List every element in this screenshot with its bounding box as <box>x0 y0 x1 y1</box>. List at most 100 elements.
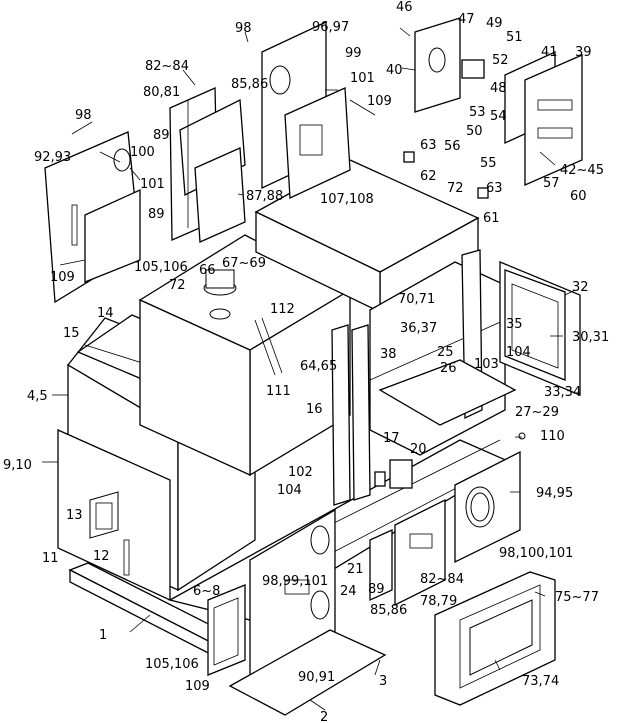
callout-67-69: 67~69 <box>222 256 266 271</box>
callout-80-81: 80,81 <box>143 85 180 100</box>
callout-labels: 98 96,97 46 47 49 51 52 82~84 99 40 41 3… <box>3 0 609 723</box>
callout-109-lower: 109 <box>185 679 210 694</box>
base-inner-assembly <box>374 359 517 489</box>
callout-99: 99 <box>345 46 362 61</box>
callout-42-45: 42~45 <box>560 163 604 178</box>
center-upper-panel <box>261 20 351 199</box>
callout-39: 39 <box>575 45 592 60</box>
callout-103: 103 <box>474 357 499 372</box>
callout-15: 15 <box>63 326 80 341</box>
callout-24: 24 <box>340 584 357 599</box>
callout-26: 26 <box>440 361 457 376</box>
callout-82-84-upper: 82~84 <box>145 59 189 74</box>
small-hardware <box>399 27 526 440</box>
callout-109-left: 109 <box>50 270 75 285</box>
callout-98-99-101: 98,99,101 <box>262 574 328 589</box>
callout-27-29: 27~29 <box>515 405 559 420</box>
callout-21: 21 <box>347 562 364 577</box>
callout-111: 111 <box>266 384 291 399</box>
callout-53: 53 <box>469 105 486 120</box>
callout-54: 54 <box>490 109 507 124</box>
callout-63-right: 63 <box>486 181 503 196</box>
callout-4-5: 4,5 <box>27 389 48 404</box>
front-middle-panel <box>369 498 446 607</box>
callout-52: 52 <box>492 53 509 68</box>
callout-85-86-lower: 85,86 <box>370 603 407 618</box>
callout-61: 61 <box>483 211 500 226</box>
callout-98: 98 <box>235 21 252 36</box>
callout-12: 12 <box>93 549 110 564</box>
right-side-panel <box>499 261 581 396</box>
callout-96-97: 96,97 <box>312 20 349 35</box>
callout-78-79: 78,79 <box>420 594 457 609</box>
callout-107-108: 107,108 <box>320 192 374 207</box>
callout-46: 46 <box>396 0 413 15</box>
callout-36-37: 36,37 <box>400 321 437 336</box>
callout-89-mid: 89 <box>148 207 165 222</box>
callout-3: 3 <box>379 674 387 689</box>
front-left-panel <box>57 428 171 602</box>
callout-60: 60 <box>570 189 587 204</box>
callout-101-upper: 101 <box>350 71 375 86</box>
leader-lines <box>42 31 576 711</box>
filter-frame-lower <box>207 584 246 676</box>
callout-66: 66 <box>199 263 216 278</box>
callout-90-91: 90,91 <box>298 670 335 685</box>
callout-110: 110 <box>540 429 565 444</box>
callout-105-106-upper: 105,106 <box>134 260 188 275</box>
callout-72-mid: 72 <box>169 278 186 293</box>
callout-1: 1 <box>99 628 107 643</box>
callout-63-upper: 63 <box>420 138 437 153</box>
callout-32: 32 <box>572 280 589 295</box>
callout-112: 112 <box>270 302 295 317</box>
callout-105-106-lower: 105,106 <box>145 657 199 672</box>
callout-2: 2 <box>320 710 328 723</box>
callout-73-74: 73,74 <box>522 674 559 689</box>
callout-35: 35 <box>506 317 523 332</box>
callout-87-88: 87,88 <box>246 189 283 204</box>
callout-89-upper: 89 <box>153 128 170 143</box>
callout-38: 38 <box>380 347 397 362</box>
callout-62: 62 <box>420 169 437 184</box>
callout-41: 41 <box>541 45 558 60</box>
callout-57: 57 <box>543 176 560 191</box>
callout-70-71: 70,71 <box>398 292 435 307</box>
callout-89-lower: 89 <box>368 582 385 597</box>
callout-101-left: 101 <box>140 177 165 192</box>
callout-98-100-101: 98,100,101 <box>499 546 573 561</box>
callout-16: 16 <box>306 402 323 417</box>
base-plate <box>228 629 387 716</box>
callout-64-65: 64,65 <box>300 359 337 374</box>
callout-14: 14 <box>97 306 114 321</box>
callout-104-right: 104 <box>506 345 531 360</box>
callout-25: 25 <box>437 345 454 360</box>
grille-box <box>434 571 556 706</box>
callout-55: 55 <box>480 156 497 171</box>
upper-right-panels <box>414 17 583 186</box>
callout-100: 100 <box>130 145 155 160</box>
callout-50: 50 <box>466 124 483 139</box>
callout-48: 48 <box>490 81 507 96</box>
callout-82-84-lower: 82~84 <box>420 572 464 587</box>
callout-75-77: 75~77 <box>555 590 599 605</box>
parts-drawing <box>44 17 583 716</box>
callout-56: 56 <box>444 139 461 154</box>
center-post <box>331 324 371 506</box>
callout-47: 47 <box>458 12 475 27</box>
callout-104-mid: 104 <box>277 483 302 498</box>
callout-98-left: 98 <box>75 108 92 123</box>
right-lower-panel <box>454 450 521 564</box>
callout-85-86-upper: 85,86 <box>231 77 268 92</box>
callout-109-upper: 109 <box>367 94 392 109</box>
callout-72-upper: 72 <box>447 181 464 196</box>
callout-102: 102 <box>288 465 313 480</box>
callout-20: 20 <box>410 442 427 457</box>
left-tall-panels <box>169 87 246 243</box>
callout-49: 49 <box>486 16 503 31</box>
callout-94-95: 94,95 <box>536 486 573 501</box>
callout-33-34: 33,34 <box>544 385 581 400</box>
callout-51: 51 <box>506 30 523 45</box>
callout-40: 40 <box>386 63 403 78</box>
left-rear-door <box>44 131 141 304</box>
